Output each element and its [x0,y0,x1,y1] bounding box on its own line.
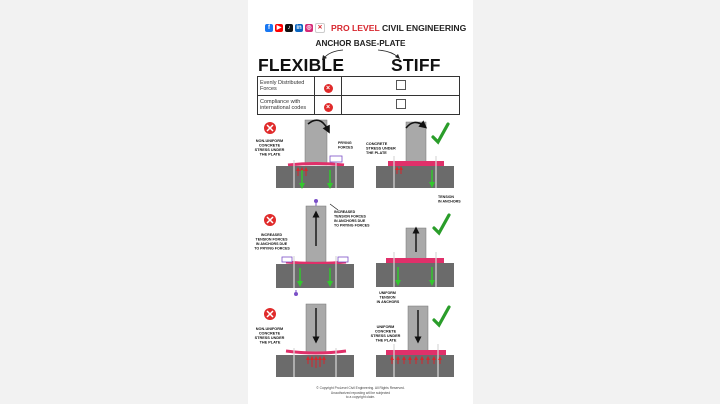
svg-text:NON-UNIFORM CONCRETE: NON-UNIFORM CONCRETE STRESS UNDER THE PL… [255,139,286,157]
stiff-baseplate [388,161,444,166]
concrete-block [276,355,354,377]
moment-arrow [307,119,330,134]
svg-text:UNIFORM CONCRETE: UNIFORM CONCRETE STRESS UNDER THE PLATE [371,325,402,343]
checkbox-icon [395,80,406,90]
stiff-baseplate [386,258,444,263]
diagram-heading: ANCHOR BASE-PLATE [315,39,406,48]
instagram-icon[interactable]: ◎ [305,24,313,32]
svg-text:PRYING FORCES: PRYING FORCES [338,141,354,150]
left-letterbox [0,0,248,404]
row2-mid-annotation: INCREASED TENSION FORCES IN ANCHORS DUE … [329,203,370,228]
table-row: Evenly Distributed Forces × [257,76,460,96]
brand-header: f ▶ ♪ in ◎ ✕ PRO LEVEL CIVIL ENGINEERING [265,22,466,34]
right-letterbox [473,0,720,404]
heading-arrows [322,49,400,60]
infographic-poster: f ▶ ♪ in ◎ ✕ PRO LEVEL CIVIL ENGINEERING… [248,0,473,404]
check-icon [432,305,451,328]
row1-flexible-diagram: NON-UNIFORM CONCRETE STRESS UNDER THE PL… [255,119,354,207]
table-row: Compliance with international codes × [257,95,460,115]
tiktok-icon[interactable]: ♪ [285,24,293,32]
row3-flexible-diagram: NON-UNIFORM CONCRETE STRESS UNDER THE PL… [255,303,354,377]
concrete-block [376,355,454,377]
x-icon: × [323,84,333,93]
flexible-baseplate [285,349,347,355]
flexible-baseplate [285,260,347,265]
flexible-baseplate [287,162,345,167]
svg-text:INCREASED TENSION FORC: INCREASED TENSION FORCES IN ANCHORS DUE … [334,210,370,228]
comparison-table: Evenly Distributed Forces × Compliance w… [257,76,460,115]
row2-flexible-diagram: INCREASED TENSION FORCES IN ANCHORS DUE … [254,205,354,296]
flexible-heading: FLEXIBLE [258,55,345,75]
youtube-icon[interactable]: ▶ [275,24,283,32]
logo-icon: ✕ [315,23,325,33]
check-icon [432,213,451,236]
linkedin-icon[interactable]: in [295,24,303,32]
moment-arrow [405,120,428,129]
row2-stiff-diagram: UNIFORM TENSION IN ANCHORS [376,213,454,304]
check-icon [431,122,450,145]
svg-text:UNIFORM TENSION: UNIFORM TENSION IN ANCHORS [377,291,400,304]
baseplate-diagrams: NON-UNIFORM CONCRETE STRESS UNDER THE PL… [254,119,461,377]
copyright-notice: © Copyright ProLevel Civil Engineering. … [316,386,405,399]
criterion-label: Compliance with international codes [257,95,315,115]
checkbox-icon [395,99,406,109]
concrete-block [276,166,354,188]
row1-stiff-diagram: CONCRETE STRESS UNDER THE PLATE TENSION … [366,120,461,204]
concrete-block [376,263,454,287]
brand-name: PRO LEVEL CIVIL ENGINEERING [331,23,467,33]
prying-force-icon [329,155,343,163]
svg-text:INCREASED TENSION FORC: INCREASED TENSION FORCES IN ANCHORS DUE … [254,233,290,251]
row3-stiff-diagram: UNIFORM CONCRETE STRESS UNDER THE PLATE [371,305,454,377]
steel-column [304,119,328,166]
svg-text:CONCRETE STRESS UNDER: CONCRETE STRESS UNDER THE PLATE [366,142,397,155]
criterion-label: Evenly Distributed Forces [257,76,315,96]
facebook-icon[interactable]: f [265,24,273,32]
concrete-block [376,166,454,188]
x-icon: × [323,103,333,112]
concrete-block [276,264,354,288]
stiff-baseplate [386,350,446,355]
svg-text:NON-UNIFORM CONCRETE: NON-UNIFORM CONCRETE STRESS UNDER THE PL… [255,327,286,345]
stiff-heading: STIFF [391,55,441,75]
svg-text:TENSION IN ANCHORS: TENSION IN ANCHORS [438,195,461,204]
steel-column [405,121,427,165]
